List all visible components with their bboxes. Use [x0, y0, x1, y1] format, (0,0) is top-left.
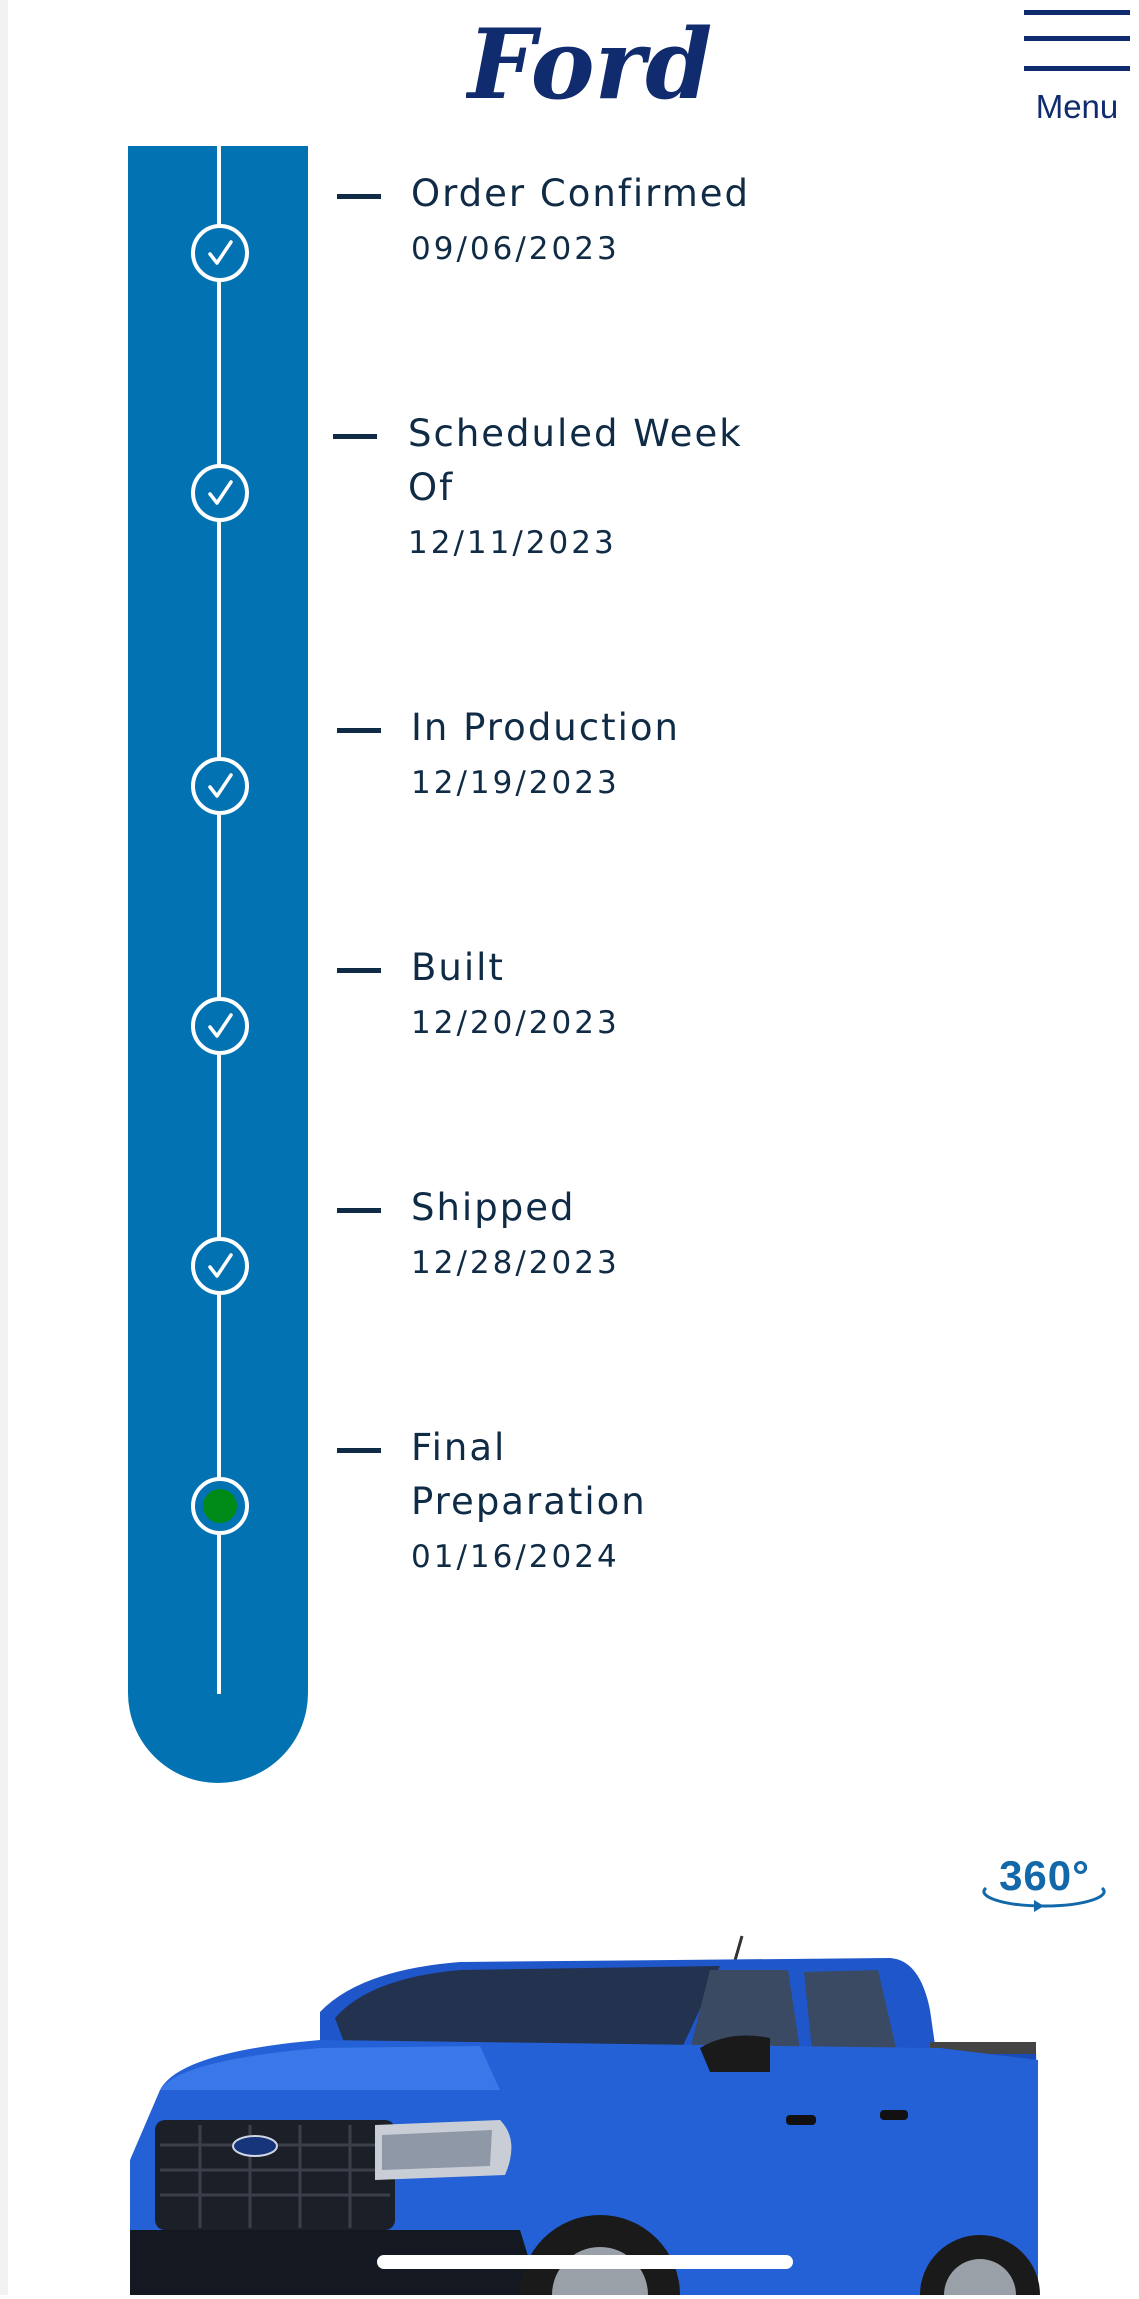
- step-5-date: 12/28/2023: [411, 1245, 620, 1281]
- step-1-dash: [337, 194, 381, 199]
- ford-logo[interactable]: Ford: [465, 8, 714, 121]
- step-6-current-dot-icon: [191, 1477, 249, 1535]
- edge-strip: [0, 0, 8, 2295]
- step-1-title: Order Confirmed: [411, 172, 750, 215]
- step-1-check-circle-icon: [191, 224, 249, 282]
- step-2-date: 12/11/2023: [408, 525, 617, 561]
- vehicle-image: [120, 1930, 1040, 2299]
- step-2-dash: [333, 434, 377, 439]
- step-3-check-circle-icon: [191, 757, 249, 815]
- step-3-title: In Production: [411, 706, 680, 749]
- step-2-check-circle-icon: [191, 464, 249, 522]
- step-5-dash: [337, 1208, 381, 1213]
- step-6-title: Final Preparation: [411, 1426, 647, 1523]
- step-5-check-circle-icon: [191, 1237, 249, 1295]
- step-3-date: 12/19/2023: [411, 765, 620, 801]
- ford-logo-text: Ford: [466, 14, 712, 114]
- rotate-arrow-icon: [982, 1886, 1106, 1912]
- menu-label: Menu: [1035, 88, 1119, 125]
- 360-view-button[interactable]: 360°: [972, 1852, 1117, 1914]
- current-dot: [203, 1489, 237, 1523]
- step-2-title: Scheduled Week Of: [408, 412, 743, 509]
- step-4-check-circle-icon: [191, 997, 249, 1055]
- 360-label: 360°: [999, 1852, 1090, 1899]
- step-5-title: Shipped: [411, 1186, 576, 1229]
- step-6-dash: [337, 1448, 381, 1453]
- step-4-title: Built: [411, 946, 505, 989]
- menu-button[interactable]: Menu: [1022, 8, 1132, 128]
- home-indicator[interactable]: [377, 2255, 793, 2269]
- step-4-date: 12/20/2023: [411, 1005, 620, 1041]
- step-1-date: 09/06/2023: [411, 231, 620, 267]
- step-3-dash: [337, 728, 381, 733]
- timeline-line: [217, 146, 221, 1694]
- step-6-date: 01/16/2024: [411, 1539, 620, 1575]
- step-4-dash: [337, 968, 381, 973]
